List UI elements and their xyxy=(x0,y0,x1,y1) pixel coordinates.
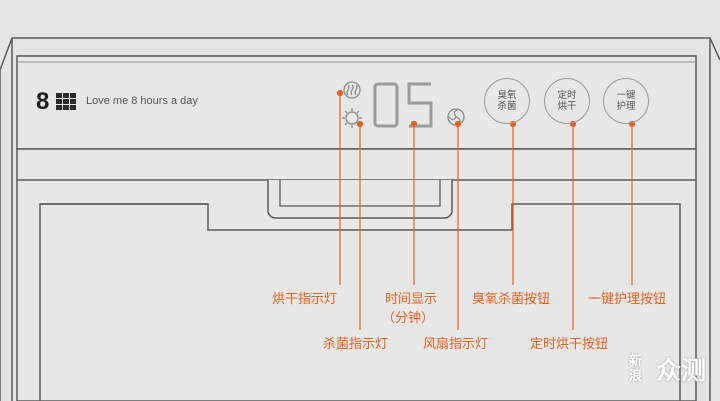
button-label-line1: 一键 xyxy=(616,90,636,101)
button-label-line2: 护理 xyxy=(616,101,636,112)
timer-dry-button-label: 定时烘干按钮 xyxy=(530,337,609,352)
ozone-sterilize-button[interactable]: 臭氧 杀菌 xyxy=(484,78,530,124)
button-label-line2: 烘干 xyxy=(557,101,577,112)
ozone-button-label: 臭氧杀菌按钮 xyxy=(472,292,551,307)
dry-indicator-icon xyxy=(343,81,361,99)
sterilize-indicator-icon xyxy=(342,108,362,128)
brand-logo-number: 8 xyxy=(36,88,50,115)
button-label-line1: 定时 xyxy=(557,90,577,101)
time-display-unit-label: （分钟） xyxy=(382,311,435,326)
button-label-line2: 杀菌 xyxy=(497,101,517,112)
watermark-large: 众测 xyxy=(656,356,707,385)
digit-display xyxy=(373,82,433,128)
brand-logo-grid-icon xyxy=(56,93,76,111)
time-display-label: 时间显示 xyxy=(385,292,438,307)
dry-indicator-label: 烘干指示灯 xyxy=(272,292,338,307)
care-button-label: 一键护理按钮 xyxy=(588,292,667,307)
timer-dry-button[interactable]: 定时 烘干 xyxy=(544,78,590,124)
sterilize-indicator-label: 杀菌指示灯 xyxy=(323,337,389,352)
button-label-line1: 臭氧 xyxy=(497,90,517,101)
one-key-care-button[interactable]: 一键 护理 xyxy=(603,78,649,124)
callout-lines xyxy=(336,89,636,330)
fan-indicator-label: 风扇指示灯 xyxy=(423,337,489,352)
watermark-small: 新浪 xyxy=(629,354,643,384)
brand-slogan: Love me 8 hours a day xyxy=(86,95,198,107)
